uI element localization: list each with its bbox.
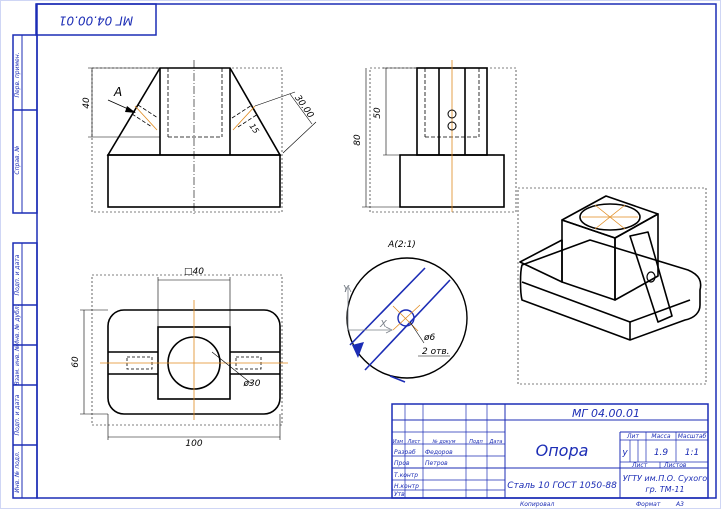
role-developer: Разраб [394,449,416,456]
axis-y-label: Y [343,284,350,295]
chg-hdr-izm: Изм [393,439,403,445]
dim-sq40-top: □40 [184,267,204,277]
hdr-mass: Масса [651,433,670,440]
stamp-first-use: Перв. примен. [14,52,21,97]
role-tcontrol: Т.контр [394,472,418,479]
dim-dia30-top: ø30 [243,379,261,389]
stamp-orig-inv: Инв. № подл. [14,451,21,492]
stamp-ref-no: Справ. № [14,145,21,174]
hdr-sheet: Лист [631,462,648,469]
name-developer: Федоров [425,449,453,456]
mass-value: 1.9 [654,448,669,458]
role-ncontrol: Н.контр [394,483,419,490]
detail-holes: 2 отв. [422,347,450,357]
dim-80-side: 80 [353,134,363,146]
dim-40-front: 40 [82,97,92,109]
name-checker: Петров [425,460,448,467]
axis-x-label: X [379,319,388,330]
stamp-dup-inv: Инв. № дубл. [14,304,21,345]
footer-copied: Копировал [520,501,554,508]
front-view: 40 А 30.00 15 [82,60,317,215]
doc-code-rotated: МГ 04.00.01 [59,14,133,28]
detail-dia6: ø6 [423,333,436,343]
lit-value: у [621,448,628,458]
dim-60-top: 60 [71,356,81,368]
material-spec: Сталь 10 ГОСТ 1050-88 [507,481,617,491]
group-name: гр. ТМ-11 [645,485,684,494]
view-label-A: А [113,85,122,99]
hdr-sheets: Листов [663,462,687,469]
dim-50-side: 50 [373,107,383,119]
footer-format: Формат [636,501,661,508]
chg-hdr-sign: Подп [469,439,483,445]
chg-hdr-date: Дата [489,439,503,445]
detail-view-A: А(2:1) Y X ø6 2 отв. [343,240,468,383]
role-approved: Утв [394,491,405,498]
detail-title: А(2:1) [387,240,416,250]
side-view: 50 80 [353,60,517,213]
hdr-lit: Лит [626,433,639,440]
role-checker: Пров [394,460,410,467]
part-name: Опора [536,441,589,460]
stamp-replace-inv: Взам. инв. № [14,345,21,386]
isometric-view [517,187,707,385]
title-block [391,403,709,499]
top-view: □40 60 100 ø30 [71,267,288,449]
footer-format-value: A3 [675,501,684,508]
stamp-sign-date-1: Подп. и дата [14,254,21,295]
drawing-frame [12,3,717,499]
hdr-scale: Масштаб [678,433,707,440]
title-doc-code: МГ 04.00.01 [572,407,640,420]
chg-hdr-list: Лист [407,439,422,445]
scale-value: 1:1 [685,448,699,458]
chg-hdr-doc: № докум [431,439,455,445]
dim-100-top: 100 [185,439,202,449]
stamp-sign-date-2: Подп. и дата [14,394,21,435]
organization-name: УГТУ им.П.О. Сухого [623,474,708,483]
